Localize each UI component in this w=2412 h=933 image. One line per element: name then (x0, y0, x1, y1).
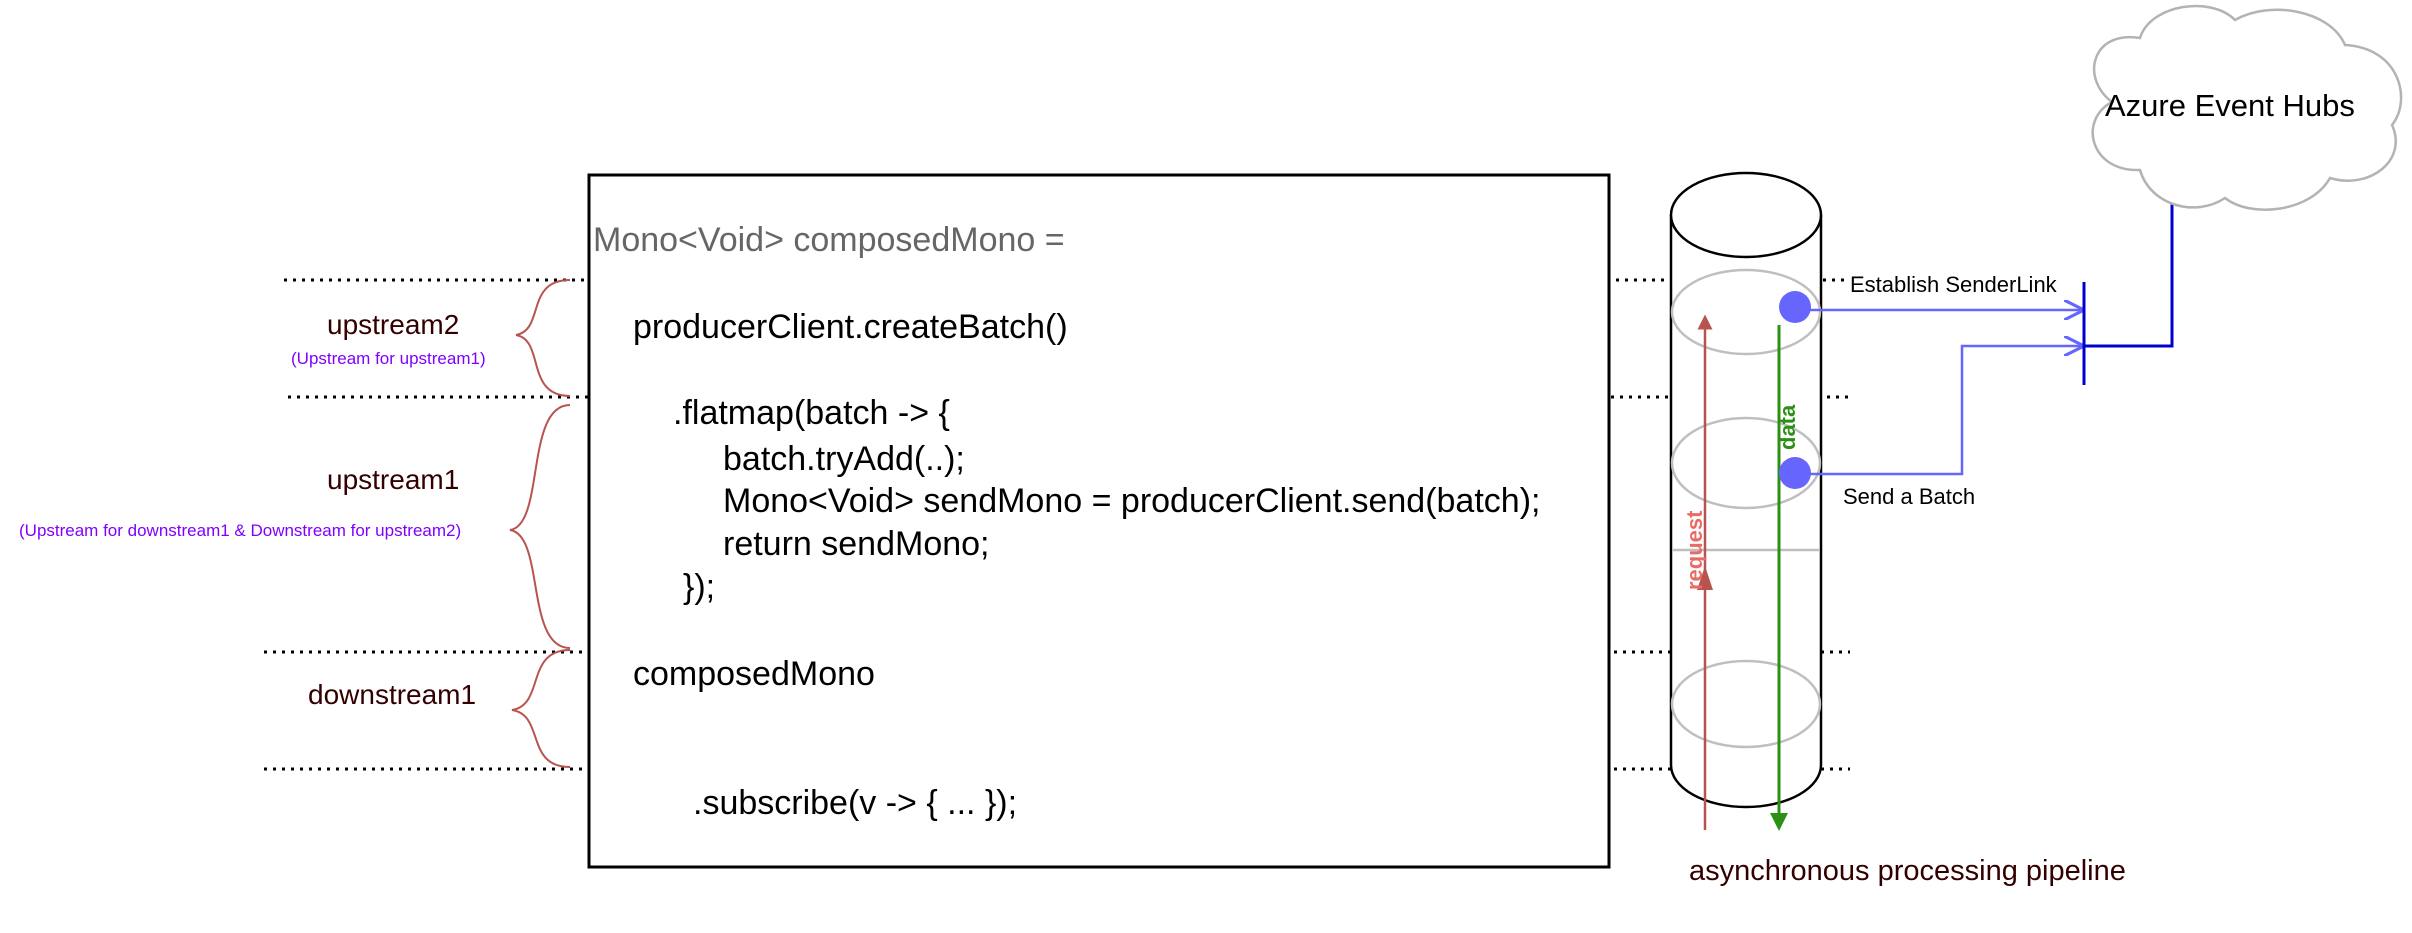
establish-link-label: Establish SenderLink (1850, 272, 2057, 297)
azure-event-hubs-label: Azure Event Hubs (2105, 88, 2355, 123)
send-batch-line (1795, 346, 2082, 476)
pipeline-cylinder (1669, 171, 1823, 809)
brace-upstream1 (509, 404, 571, 649)
data-label: data (1775, 404, 1800, 450)
establish-link-dot (1779, 291, 1811, 323)
code-line-composed: composedMono (633, 655, 875, 693)
code-line-flatmap: .flatmap(batch -> { (673, 394, 950, 432)
brace-downstream1 (511, 649, 571, 768)
send-batch-label: Send a Batch (1843, 484, 1976, 509)
hub-connector (2084, 179, 2174, 348)
label-upstream2: upstream2 (327, 309, 460, 340)
request-arrow-mid-head (1697, 566, 1713, 590)
request-label: request (1682, 510, 1707, 590)
cloud-shape (2091, 4, 2403, 211)
label-downstream1: downstream1 (308, 679, 477, 710)
code-line-send: Mono<Void> sendMono = producerClient.sen… (723, 482, 1541, 520)
code-line-subscribe: .subscribe(v -> { ... }); (693, 784, 1018, 822)
code-line-try-add: batch.tryAdd(..); (723, 440, 965, 478)
code-header: Mono<Void> composedMono = (593, 221, 1065, 259)
sublabel-upstream2: (Upstream for upstream1) (291, 349, 486, 368)
code-line-close: }); (683, 568, 716, 606)
pipeline-caption: asynchronous processing pipeline (1689, 855, 2126, 887)
sublabel-upstream1: (Upstream for downstream1 & Downstream f… (19, 521, 462, 540)
label-upstream1: upstream1 (327, 464, 460, 495)
code-line-return: return sendMono; (723, 525, 990, 563)
brace-upstream2 (515, 279, 571, 397)
code-line-create-batch: producerClient.createBatch() (633, 308, 1068, 346)
code-box (587, 173, 1611, 869)
